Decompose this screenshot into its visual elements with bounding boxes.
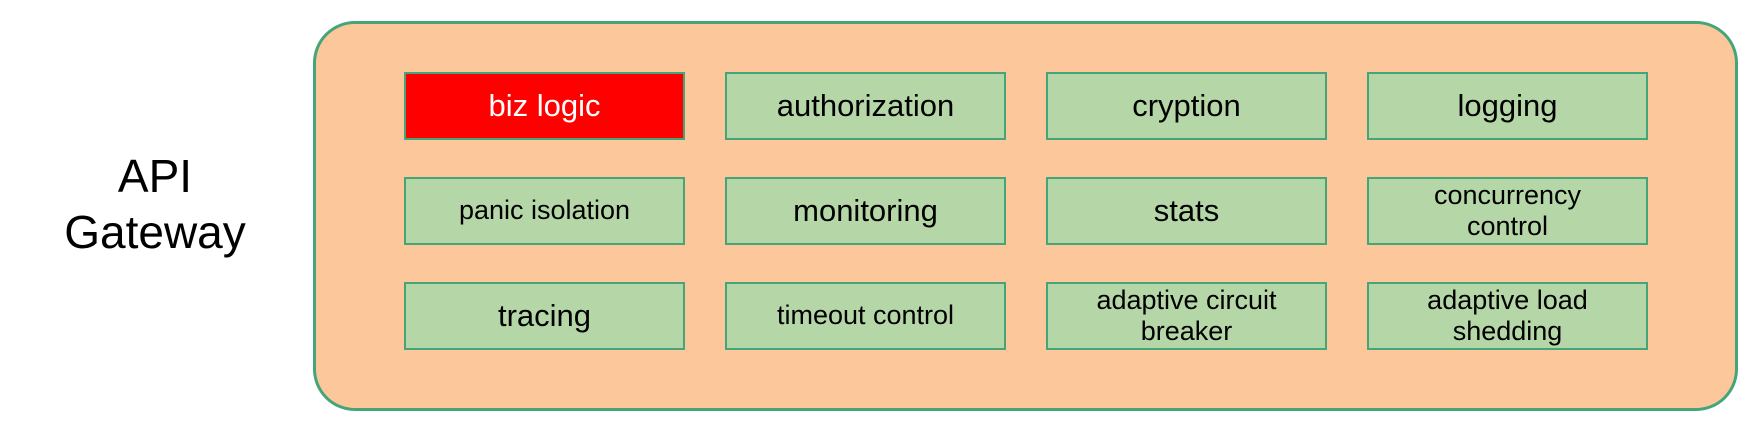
feature-box-label: concurrency control (1433, 179, 1582, 241)
feature-grid: biz logic authorization cryption logging pan… (404, 72, 1648, 350)
feature-box-label: tracing (497, 297, 592, 333)
feature-box-label: adaptive circuit breaker (1096, 284, 1277, 346)
api-gateway-container: biz logic authorization cryption logging pan… (313, 21, 1738, 411)
api-gateway-label: API Gateway (64, 150, 246, 259)
feature-box[interactable]: concurrency control (1367, 177, 1648, 245)
feature-box-label: logging (1457, 87, 1558, 123)
feature-box-label: biz logic (488, 87, 601, 123)
feature-box[interactable]: logging (1367, 72, 1648, 140)
feature-box-label: timeout control (776, 300, 955, 331)
feature-box[interactable]: adaptive circuit breaker (1046, 282, 1327, 350)
feature-box[interactable]: timeout control (725, 282, 1006, 350)
feature-box-label: cryption (1132, 87, 1241, 123)
feature-box-label: monitoring (793, 192, 938, 228)
feature-box[interactable]: tracing (404, 282, 685, 350)
feature-box-label: adaptive load shedding (1427, 284, 1588, 346)
feature-box[interactable]: authorization (725, 72, 1006, 140)
feature-box-label: panic isolation (458, 195, 631, 226)
feature-box[interactable]: biz logic (404, 72, 685, 140)
feature-box[interactable]: adaptive load shedding (1367, 282, 1648, 350)
feature-box[interactable]: cryption (1046, 72, 1327, 140)
feature-box[interactable]: panic isolation (404, 177, 685, 245)
feature-box-label: stats (1153, 192, 1220, 228)
feature-box-label: authorization (776, 87, 955, 123)
feature-box[interactable]: stats (1046, 177, 1327, 245)
feature-box[interactable]: monitoring (725, 177, 1006, 245)
